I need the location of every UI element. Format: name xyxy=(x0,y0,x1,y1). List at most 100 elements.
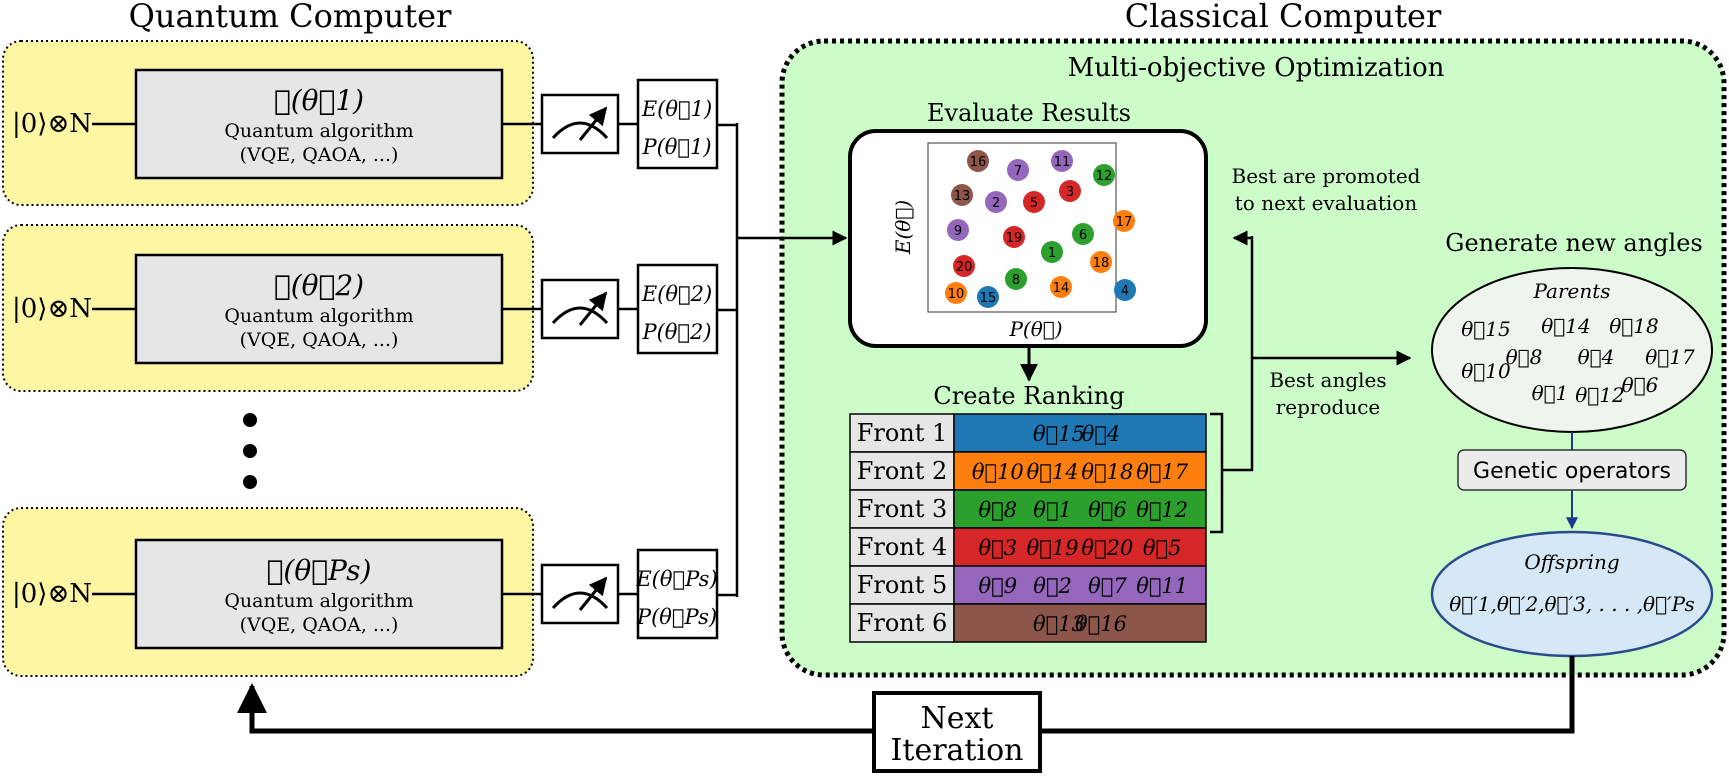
scatter-point: 18 xyxy=(1090,251,1112,273)
front-item: θ⃗5 xyxy=(1143,536,1182,560)
energy-label: E(θ⃗2) xyxy=(641,282,712,306)
qc-rows: |0⟩⊗N𝒰(θ⃗1)Quantum algorithm(VQE, QAOA, … xyxy=(12,68,719,650)
qc-initial-state: |0⟩⊗N xyxy=(12,294,92,324)
front-item: θ⃗8 xyxy=(979,498,1018,522)
promoted-line2: to next evaluation xyxy=(1235,191,1418,215)
parent-angle: θ⃗6 xyxy=(1622,373,1659,397)
parent-angle: θ⃗14 xyxy=(1541,314,1591,338)
scatter-point: 8 xyxy=(1005,268,1027,290)
front-label: Front 6 xyxy=(857,609,948,637)
qc-row: |0⟩⊗N𝒰(θ⃗Ps)Quantum algorithm(VQE, QAOA,… xyxy=(12,538,719,650)
ranking-title: Create Ranking xyxy=(933,382,1124,410)
classical-computer-heading: Classical Computer xyxy=(1125,0,1442,35)
scatter-point: 14 xyxy=(1050,276,1072,298)
next-iteration-line2: Iteration xyxy=(891,733,1024,768)
parent-angle: θ⃗17 xyxy=(1645,345,1695,369)
qc-row: |0⟩⊗N𝒰(θ⃗2)Quantum algorithm(VQE, QAOA, … xyxy=(12,253,719,365)
front-item: θ⃗19 xyxy=(1027,536,1079,560)
next-iteration-box xyxy=(872,691,1042,773)
front-item: θ⃗20 xyxy=(1081,536,1133,560)
scatter-xlabel: P(θ⃗) xyxy=(1008,317,1062,341)
scatter-point: 16 xyxy=(967,150,989,172)
svg-text:2: 2 xyxy=(992,196,1000,211)
offspring-label: Offspring xyxy=(1524,550,1619,574)
ep-box xyxy=(636,78,719,170)
svg-text:1: 1 xyxy=(1048,246,1056,261)
algo-line1: Quantum algorithm xyxy=(224,120,413,142)
svg-text:7: 7 xyxy=(1014,164,1022,179)
quantum-algorithm-box xyxy=(134,68,504,180)
svg-text:16: 16 xyxy=(970,155,987,170)
energy-label: E(θ⃗Ps) xyxy=(635,567,717,591)
scatter-point: 4 xyxy=(1114,279,1136,301)
evaluate-title: Evaluate Results xyxy=(927,99,1131,127)
unitary-label: 𝒰(θ⃗Ps) xyxy=(267,554,372,587)
parent-angle: θ⃗8 xyxy=(1506,345,1543,369)
svg-text:10: 10 xyxy=(948,287,965,302)
scatter-point: 7 xyxy=(1007,159,1029,181)
front-item: θ⃗18 xyxy=(1081,460,1133,484)
quantum-algorithm-box xyxy=(134,253,504,365)
scatter-point: 6 xyxy=(1072,223,1094,245)
algo-line2: (VQE, QAOA, ...) xyxy=(240,329,399,351)
svg-text:11: 11 xyxy=(1054,155,1071,170)
scatter-point: 5 xyxy=(1023,191,1045,213)
parent-angle: θ⃗4 xyxy=(1578,345,1615,369)
front-item: θ⃗13 xyxy=(1033,612,1085,636)
unitary-label: 𝒰(θ⃗1) xyxy=(274,84,364,117)
front-item: θ⃗11 xyxy=(1136,574,1188,598)
svg-text:15: 15 xyxy=(980,291,997,306)
scatter-ylabel: E(θ⃗) xyxy=(891,200,915,255)
qc-initial-state: |0⟩⊗N xyxy=(12,109,92,139)
algo-line1: Quantum algorithm xyxy=(224,305,413,327)
algo-line2: (VQE, QAOA, ...) xyxy=(240,614,399,636)
probability-label: P(θ⃗Ps) xyxy=(636,605,717,629)
svg-text:17: 17 xyxy=(1116,215,1133,230)
scatter-point: 3 xyxy=(1059,180,1081,202)
front-item: θ⃗10 xyxy=(972,460,1024,484)
scatter-point: 13 xyxy=(951,184,973,206)
svg-text:4: 4 xyxy=(1121,284,1129,299)
energy-label: E(θ⃗1) xyxy=(641,97,712,121)
svg-text:19: 19 xyxy=(1006,231,1023,246)
front-item: θ⃗17 xyxy=(1136,460,1189,484)
algo-line2: (VQE, QAOA, ...) xyxy=(240,144,399,166)
front-item: θ⃗4 xyxy=(1082,422,1121,446)
qc-initial-state: |0⟩⊗N xyxy=(12,579,92,609)
probability-label: P(θ⃗2) xyxy=(641,320,711,344)
top-fronts-brace xyxy=(1210,236,1254,534)
front-item: θ⃗7 xyxy=(1088,574,1127,598)
front-label: Front 3 xyxy=(857,495,948,523)
scatter-point: 15 xyxy=(977,286,999,308)
front-item: θ⃗2 xyxy=(1033,574,1072,598)
front-item: θ⃗6 xyxy=(1088,498,1127,522)
front-label: Front 1 xyxy=(857,419,948,447)
scatter-point: 19 xyxy=(1003,226,1025,248)
offspring-list: θ⃗′1,θ⃗′2,θ⃗′3, . . . ,θ⃗′Ps xyxy=(1449,592,1695,616)
svg-text:3: 3 xyxy=(1066,185,1074,200)
front-item: θ⃗15 xyxy=(1033,422,1085,446)
svg-text:20: 20 xyxy=(956,260,973,275)
svg-text:5: 5 xyxy=(1030,196,1038,211)
front-item: θ⃗14 xyxy=(1027,460,1079,484)
scatter-point: 12 xyxy=(1093,164,1115,186)
parent-angle: θ⃗18 xyxy=(1609,314,1659,338)
reproduce-line1: Best angles xyxy=(1269,368,1386,392)
probability-label: P(θ⃗1) xyxy=(641,135,711,159)
front-row: Front 1 θ⃗15θ⃗4 xyxy=(849,413,1207,453)
front-item: θ⃗1 xyxy=(1033,498,1072,522)
svg-text:9: 9 xyxy=(954,224,962,239)
scatter-point: 9 xyxy=(947,219,969,241)
parents-label: Parents xyxy=(1532,279,1610,303)
scatter-point: 1 xyxy=(1041,241,1063,263)
scatter-point: 10 xyxy=(945,282,967,304)
quantum-computer-heading: Quantum Computer xyxy=(129,0,453,35)
promoted-line1: Best are promoted xyxy=(1232,164,1421,188)
front-label: Front 4 xyxy=(857,533,948,561)
svg-text:8: 8 xyxy=(1012,273,1020,288)
